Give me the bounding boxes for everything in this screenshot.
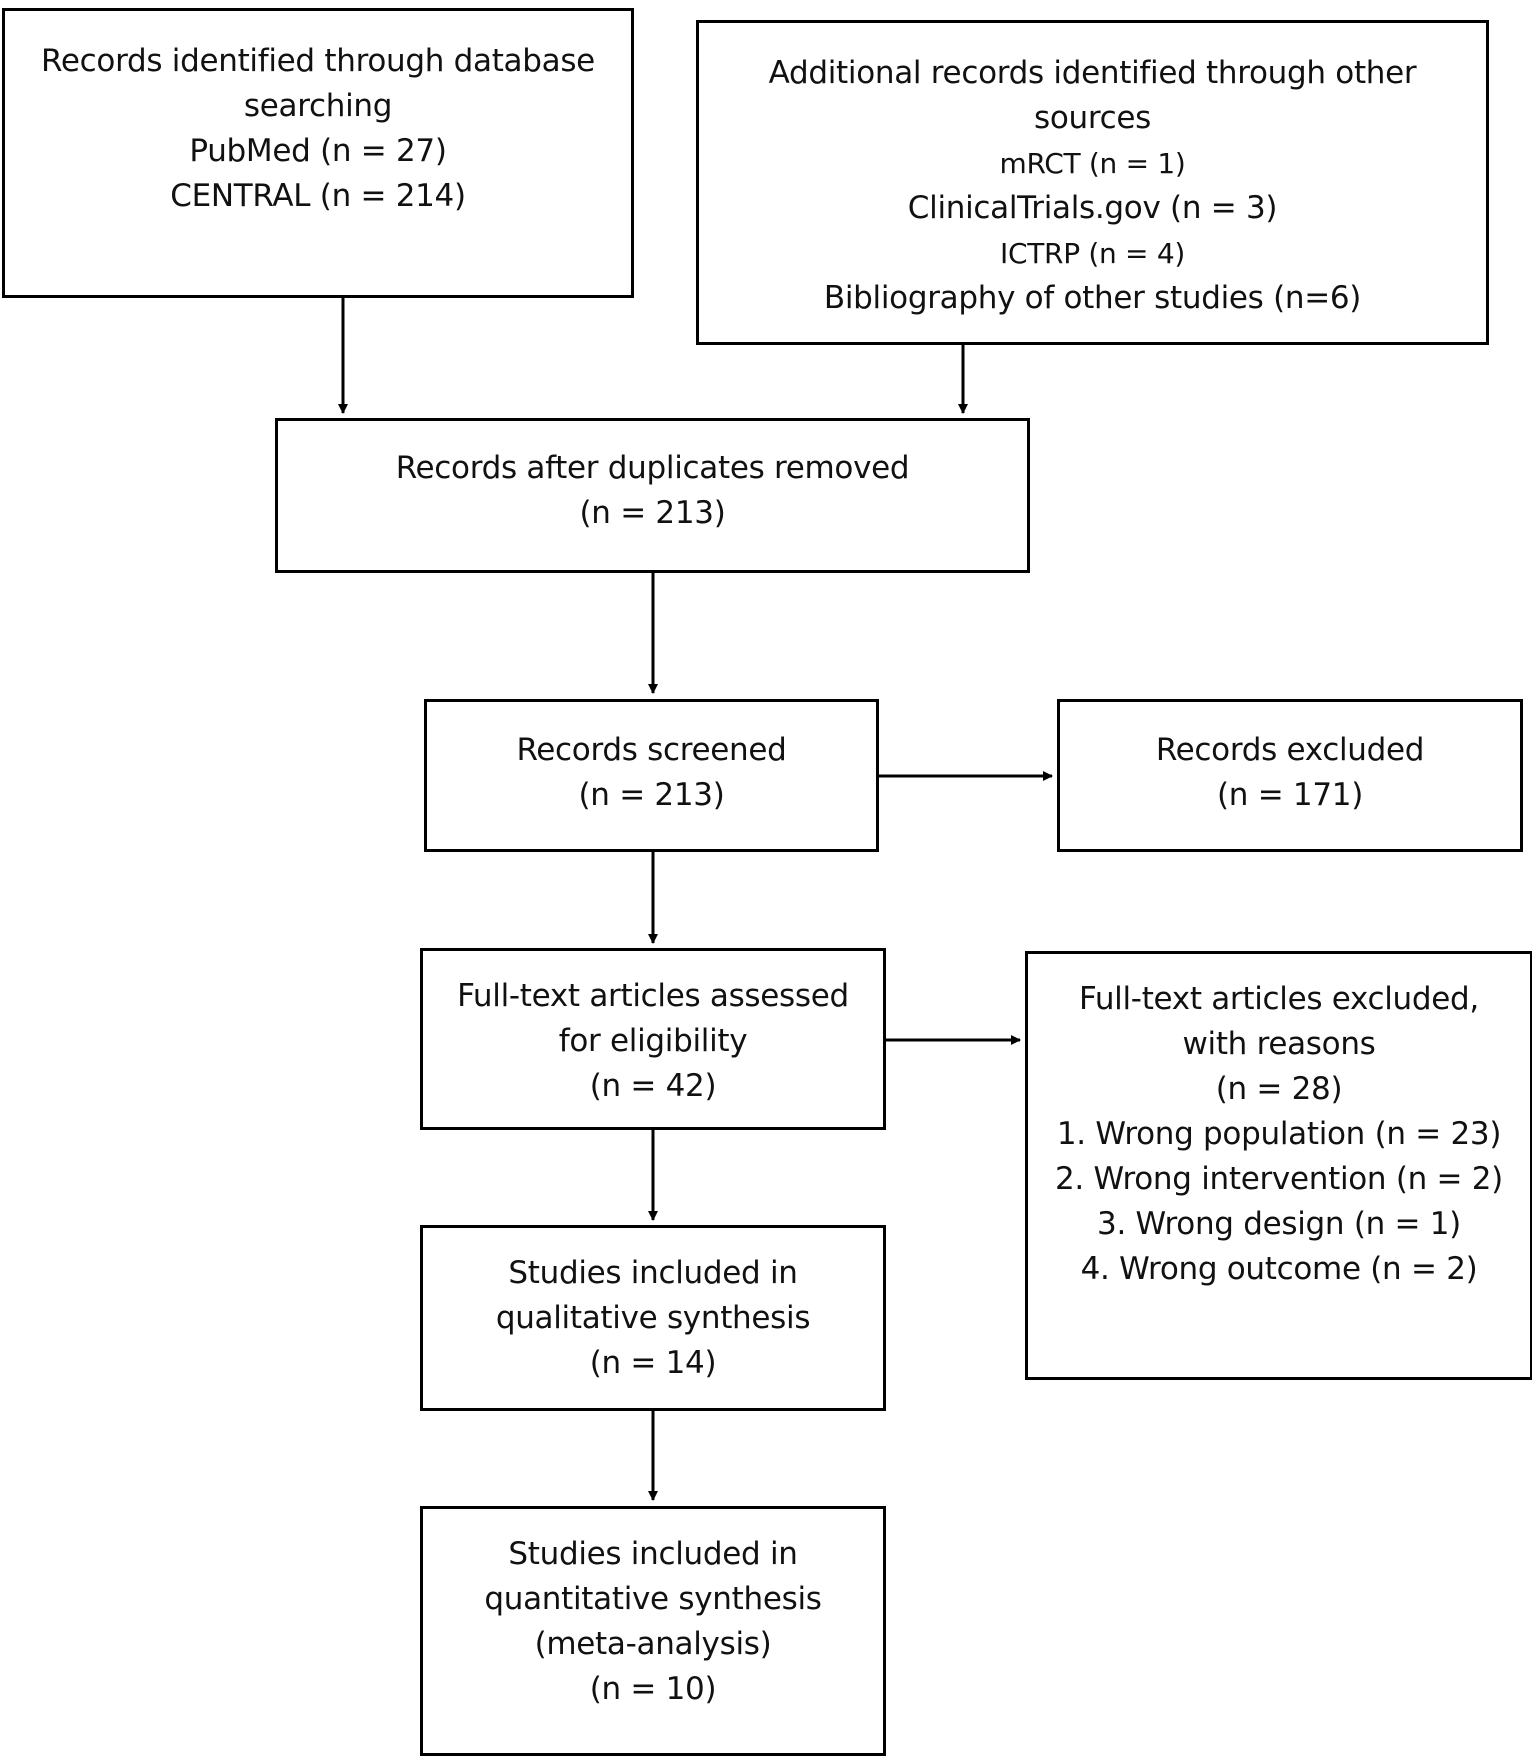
qualitative-count: (n = 14): [589, 1345, 717, 1381]
box-qualitative-synthesis: Studies included in qualitative synthesi…: [420, 1225, 886, 1411]
qualitative-line-2: qualitative synthesis: [495, 1300, 811, 1336]
fulltext-excluded-line-1: Full-text articles excluded,: [1079, 981, 1479, 1017]
db-search-line-1: Records identified through database: [41, 43, 595, 79]
box-fulltext-assessed: Full-text articles assessed for eligibil…: [420, 948, 886, 1130]
other-sources-bibliography: Bibliography of other studies (n=6): [823, 280, 1362, 316]
box-database-searching: Records identified through database sear…: [2, 8, 634, 298]
fulltext-assessed-count: (n = 42): [589, 1068, 717, 1104]
box-records-screened: Records screened (n = 213): [424, 699, 879, 852]
screened-count: (n = 213): [578, 777, 725, 813]
qualitative-line-1: Studies included in: [508, 1255, 798, 1291]
fulltext-assessed-line-1: Full-text articles assessed: [457, 978, 849, 1014]
box-fulltext-excluded: Full-text articles excluded, with reason…: [1025, 951, 1532, 1380]
other-sources-ictrp: ICTRP (n = 4): [1000, 237, 1185, 270]
other-sources-mrct: mRCT (n = 1): [999, 147, 1186, 180]
fulltext-assessed-line-2: for eligibility: [558, 1023, 748, 1059]
fulltext-excluded-count: (n = 28): [1215, 1071, 1343, 1107]
quantitative-line-3: (meta-analysis): [534, 1626, 772, 1662]
after-duplicates-count: (n = 213): [579, 495, 726, 531]
box-after-duplicates: Records after duplicates removed (n = 21…: [275, 418, 1030, 573]
after-duplicates-label: Records after duplicates removed: [395, 450, 910, 486]
quantitative-line-1: Studies included in: [508, 1536, 798, 1572]
box-other-sources: Additional records identified through ot…: [696, 20, 1489, 345]
quantitative-line-2: quantitative synthesis: [484, 1581, 822, 1617]
screened-label: Records screened: [516, 732, 787, 768]
reason-wrong-population: 1. Wrong population (n = 23): [1056, 1116, 1502, 1152]
other-sources-line-2: sources: [1034, 100, 1151, 136]
reason-wrong-intervention: 2. Wrong intervention (n = 2): [1055, 1161, 1503, 1197]
excluded-count: (n = 171): [1217, 777, 1363, 813]
excluded-label: Records excluded: [1155, 732, 1425, 768]
other-sources-line-1: Additional records identified through ot…: [768, 55, 1417, 91]
reason-wrong-outcome: 4. Wrong outcome (n = 2): [1080, 1251, 1478, 1287]
fulltext-excluded-line-2: with reasons: [1182, 1026, 1376, 1062]
other-sources-clinicaltrials: ClinicalTrials.gov (n = 3): [907, 190, 1278, 226]
box-quantitative-synthesis: Studies included in quantitative synthes…: [420, 1506, 886, 1756]
reason-wrong-design: 3. Wrong design (n = 1): [1097, 1206, 1461, 1242]
box-records-excluded: Records excluded (n = 171): [1057, 699, 1523, 852]
quantitative-count: (n = 10): [589, 1671, 717, 1707]
db-search-line-2: searching: [243, 88, 393, 124]
db-search-pubmed: PubMed (n = 27): [189, 133, 447, 169]
db-search-central: CENTRAL (n = 214): [170, 178, 466, 214]
